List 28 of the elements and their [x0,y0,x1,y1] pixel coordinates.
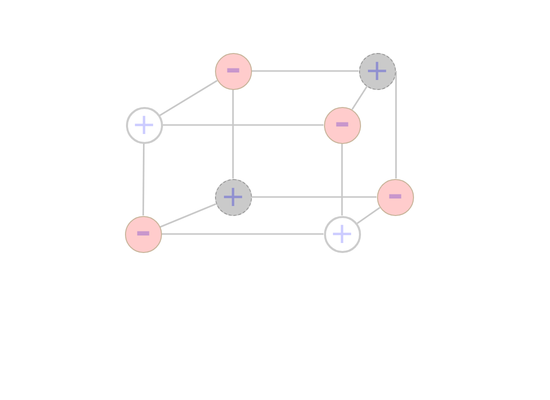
connector-line [162,233,324,235]
connector-line [162,124,324,126]
connector-line [252,70,358,72]
charge-sign: - [386,180,404,210]
node-circle [124,216,162,252]
charge-sign: + [132,110,156,138]
node-circle [358,52,396,90]
connector-line [252,196,376,198]
charge-sign: + [364,56,390,84]
node-circle [214,178,252,216]
node-circle [126,106,162,144]
charge-sign: + [330,218,354,248]
charge-sign: + [220,182,246,210]
connector-line [160,203,216,228]
connector-line [356,206,380,224]
connector-line [142,144,145,216]
connector-line [395,71,397,178]
node-circle [376,178,414,216]
connector-line [232,90,234,178]
connector-line [159,80,218,116]
charge-sign: - [134,218,152,248]
node-circle [324,106,360,144]
charge-sign: - [334,108,350,138]
node-circle [214,52,252,90]
connector-line [341,144,343,216]
charge-sign: - [224,54,242,84]
node-circle [324,216,360,252]
connector-line [351,86,368,110]
